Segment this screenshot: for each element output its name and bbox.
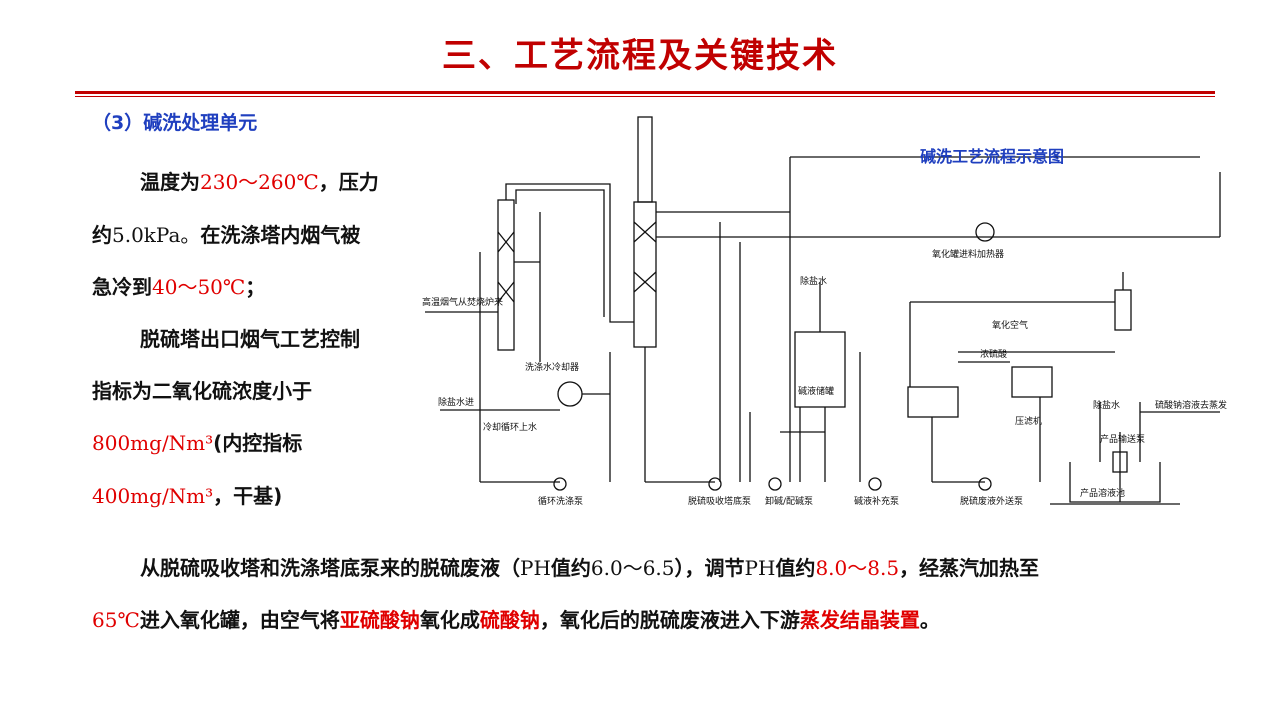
- text-line-3: 急冷到40～50℃；: [92, 271, 265, 300]
- text-line-4: 脱硫塔出口烟气工艺控制: [140, 327, 360, 351]
- diagram-lines: [425, 116, 1221, 505]
- bottom-line-2: 65℃进入氧化罐，由空气将亚硫酸钠氧化成硫酸钠，氧化后的脱硫废液进入下游蒸发结晶…: [92, 604, 940, 633]
- alkali-pump: [868, 477, 882, 491]
- label-alkali-pump: 碱液补充泵: [854, 495, 899, 507]
- internal-limit-value: 400mg/Nm³: [92, 484, 214, 508]
- quench-temperature-value: 40～50℃: [152, 275, 246, 299]
- label-heater: 氧化罐进料加热器: [932, 248, 1004, 260]
- text-span: 温度为: [140, 170, 200, 194]
- text-span: 急冷到: [92, 275, 152, 299]
- pressure-value: 5.0kPa。: [112, 223, 201, 247]
- label-wash-pump: 循环洗涤泵: [538, 495, 583, 507]
- stack: [637, 116, 653, 203]
- label-product-tank: 产品溶液池: [1080, 487, 1125, 499]
- sodium-sulfite-term: 亚硫酸钠: [339, 608, 420, 632]
- bottom-line-1: 从脱硫吸收塔和洗涤塔底泵来的脱硫废液（PH值约6.0～6.5），调节PH值约8.…: [140, 552, 1039, 581]
- text-span: ，氧化后的脱硫废液进入下游: [539, 608, 800, 632]
- label-flue-gas: 高温烟气从焚烧炉来: [422, 296, 503, 308]
- label-cooling-water: 冷却循环上水: [483, 421, 537, 433]
- label-desalted-water-2: 除盐水: [1093, 399, 1120, 411]
- text-span: 约: [92, 223, 112, 247]
- waste-liquid-pump: [978, 477, 992, 491]
- text-span: 值约: [775, 556, 816, 580]
- temperature-value: 230～260℃: [200, 170, 319, 194]
- text-line-5: 指标为二氧化硫浓度小于: [92, 379, 312, 403]
- text-span: (内控指标: [213, 431, 303, 455]
- label-desalted-water: 除盐水: [800, 275, 827, 287]
- wash-pump: [553, 477, 567, 491]
- sodium-sulfate-term: 硫酸钠: [479, 608, 540, 632]
- text-line-2: 约5.0kPa。在洗涤塔内烟气被: [92, 219, 360, 248]
- label-product-pump: 产品输送泵: [1100, 433, 1145, 445]
- text-span: 氧化成: [419, 608, 480, 632]
- text-line-6: 800mg/Nm³(内控指标: [92, 427, 302, 456]
- label-sulfuric-acid: 浓硫酸: [980, 348, 1007, 360]
- text-span: ，压力: [318, 170, 379, 194]
- separator: [1114, 289, 1132, 331]
- text-span: 在洗涤塔内烟气被: [200, 223, 361, 247]
- process-flow-diagram: 碱洗工艺流程示意图 高温烟气从焚烧炉来 除盐水进 冷却循环上水 洗涤水冷却器 循…: [422, 116, 1227, 507]
- label-alkali-tank: 碱液储罐: [798, 385, 834, 397]
- text-span: PH: [744, 556, 776, 580]
- title-divider: [75, 91, 1215, 94]
- text-span: 进入氧化罐，由空气将: [139, 608, 340, 632]
- diagram-title: 碱洗工艺流程示意图: [920, 147, 1064, 166]
- text-span: ，经蒸汽加热至: [899, 556, 1040, 580]
- text-line-1: 温度为230～260℃，压力: [140, 166, 379, 195]
- text-span: 值约: [550, 556, 591, 580]
- unload-pump: [768, 477, 782, 491]
- product-tank: [1069, 462, 1161, 503]
- ph-range-1: 6.0～6.5: [590, 556, 675, 580]
- label-filter-press: 压滤机: [1015, 415, 1042, 427]
- feed-heater: [975, 222, 995, 242]
- wash-tower: [497, 199, 515, 351]
- text-span: PH: [520, 556, 551, 580]
- text-span: ），调节: [674, 556, 745, 580]
- section-title: （3）碱洗处理单元: [92, 112, 258, 134]
- page-title: 三、工艺流程及关键技术: [442, 36, 838, 76]
- heat-temperature-value: 65℃: [92, 608, 140, 632]
- text-line-7: 400mg/Nm³，干基): [92, 480, 282, 509]
- label-waste-pump: 脱硫废液外送泵: [960, 495, 1023, 507]
- text-span: ，干基): [213, 484, 283, 508]
- evaporation-crystallization-term: 蒸发结晶装置: [799, 608, 920, 632]
- oxidation-tank: [907, 386, 959, 418]
- so2-limit-value: 800mg/Nm³: [92, 431, 214, 455]
- label-to-evap: 硫酸钠溶液去蒸发: [1155, 399, 1227, 411]
- label-unload-pump: 卸碱/配碱泵: [765, 495, 813, 507]
- label-desalted-water-in: 除盐水进: [438, 396, 474, 408]
- absorber-bottom-pump: [708, 477, 722, 491]
- title-divider-thin: [75, 96, 1215, 97]
- wash-water-cooler: [557, 381, 583, 407]
- text-span: 。: [919, 608, 940, 632]
- text-span: 从脱硫吸收塔和洗涤塔底泵来的脱硫废液（: [140, 556, 520, 580]
- label-oxidation-air: 氧化空气: [992, 319, 1028, 331]
- label-bottom-pump: 脱硫吸收塔底泵: [688, 495, 751, 507]
- label-wash-cooler: 洗涤水冷却器: [525, 361, 579, 373]
- filter-press: [1011, 366, 1053, 398]
- ph-range-2: 8.0～8.5: [815, 556, 900, 580]
- text-span: ；: [245, 275, 266, 299]
